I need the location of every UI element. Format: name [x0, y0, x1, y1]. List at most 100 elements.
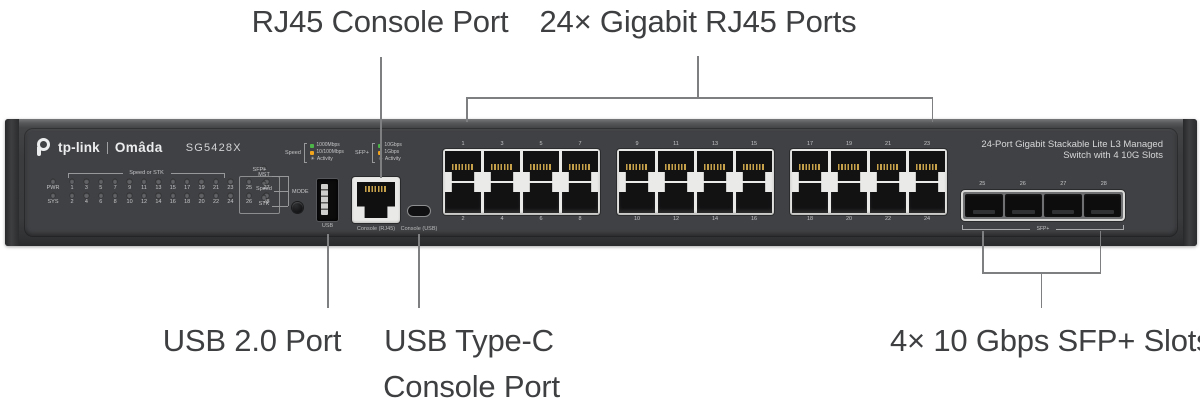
led-indicator	[98, 193, 104, 198]
port-number: 8	[578, 216, 582, 222]
port-number: 24	[923, 216, 931, 222]
port-number: 2	[461, 216, 465, 222]
led-label: 18	[184, 198, 191, 205]
mode-line-speed	[274, 191, 288, 192]
led-indicator	[261, 195, 267, 200]
led-indicator	[98, 179, 104, 184]
port-pins	[877, 164, 899, 170]
callout-line-usb	[327, 234, 329, 308]
led-indicator	[112, 179, 118, 184]
rj45-port	[523, 183, 559, 213]
sfp-cage	[961, 190, 1125, 221]
sfp-led-box	[239, 176, 280, 214]
usb-c-console-port	[407, 205, 431, 217]
logo-stem	[37, 147, 41, 156]
led-indicator	[170, 179, 176, 184]
port-pins	[838, 164, 860, 170]
led-indicator	[84, 193, 89, 198]
legend-led-swatch	[310, 143, 315, 148]
led-label: Speed	[256, 186, 272, 193]
rj45-port	[831, 183, 867, 213]
led-indicator	[184, 193, 190, 198]
port-number: 1	[461, 141, 465, 147]
rj45-port	[697, 183, 733, 213]
port-number: 22	[884, 216, 892, 222]
led-indicator	[127, 179, 132, 184]
led-label: SYS	[47, 198, 59, 205]
led-label: 12	[140, 198, 148, 205]
legend-text: 10Gbps	[384, 142, 402, 148]
legend-bracket	[303, 143, 308, 163]
port-number: 6	[539, 216, 543, 222]
port-number: 7	[578, 141, 582, 147]
callout-usbc-label-line2: Console Port	[383, 369, 560, 404]
port-number: 23	[923, 141, 931, 147]
sfp-slot	[965, 194, 1003, 217]
port-number: 3	[500, 141, 504, 147]
led-label: 24	[227, 198, 234, 205]
led-label: 25	[245, 184, 253, 191]
callout-line-sfp-left	[982, 231, 984, 273]
mode-line-stk	[272, 205, 288, 207]
rj45-port	[909, 151, 945, 181]
port-pins	[491, 164, 513, 170]
sfp-slot-number: 27	[1060, 181, 1067, 187]
rj45-port	[792, 183, 828, 213]
led-label: 16	[169, 198, 176, 205]
led-label: STK	[258, 200, 270, 207]
port-number: 10	[633, 216, 641, 222]
rj45-port	[831, 151, 867, 181]
sfp-slot	[1004, 194, 1042, 217]
callout-bracket-sfp	[982, 272, 1101, 274]
sfp-slot-number: 25	[979, 181, 986, 187]
port-numbers-bottom: 2 4 6 8	[443, 216, 600, 223]
callout-line-gigabit-right	[931, 97, 933, 122]
led-label: 6	[99, 198, 103, 205]
mode-line-mst	[272, 176, 288, 177]
led-label: 15	[169, 184, 176, 191]
callout-line-gigabit-center	[697, 56, 699, 97]
legend-led-swatch	[310, 150, 315, 155]
rj45-port	[658, 183, 694, 213]
led-indicator	[246, 193, 252, 198]
legend-text: 1Gbps	[384, 149, 400, 155]
legend-text: Activity	[316, 156, 333, 162]
speed-or-stk-bracket: Speed or STK	[68, 170, 225, 178]
port-number: 18	[806, 216, 814, 222]
port-number: 4	[500, 216, 504, 222]
model-number: SG5428X	[185, 141, 242, 154]
port-pins	[626, 164, 648, 170]
legend-row: 10Gbps	[378, 142, 402, 149]
rj45-port	[736, 183, 772, 213]
port-pins	[569, 164, 591, 170]
rj45-port	[736, 151, 772, 181]
port-number: 19	[845, 141, 853, 147]
rj45-port	[523, 151, 559, 181]
sfp-slot-number: 28	[1100, 181, 1107, 187]
rj45-port	[484, 151, 520, 181]
port-row-bottom	[619, 183, 772, 213]
led-label: 27	[263, 184, 270, 191]
led-indicator	[141, 193, 147, 198]
led-indicator	[69, 193, 75, 198]
legend-text: 10/100Mbps	[316, 149, 344, 155]
led-indicator	[50, 193, 56, 198]
callout-line-sfp-center	[1040, 273, 1042, 308]
activity-blink-icon: ☀	[310, 156, 315, 163]
